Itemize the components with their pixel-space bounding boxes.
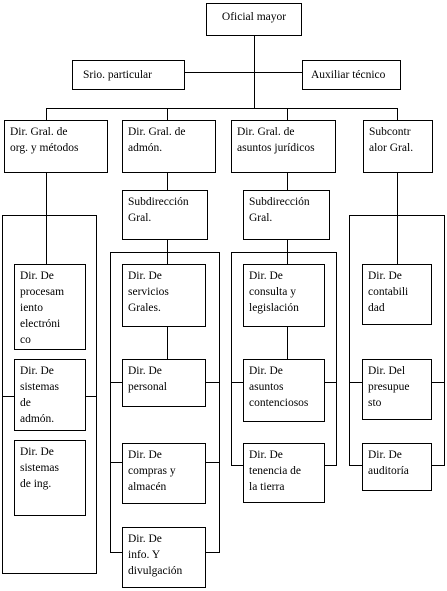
box-srio-particular: Srio. particular xyxy=(72,60,185,90)
box-dir-sistemas-admon: Dir. De sistemas de admón. xyxy=(14,359,86,431)
box-dir-procesamiento-electronico: Dir. De procesam iento electróni co xyxy=(14,264,86,350)
box-dir-tenencia-tierra: Dir. De tenencia de la tierra xyxy=(243,443,325,503)
box-label: Subdirección Gral. xyxy=(128,196,189,224)
box-dir-servicios-grales: Dir. De servicios Grales. xyxy=(122,264,206,327)
box-dir-personal: Dir. De personal xyxy=(122,359,206,407)
box-label: Oficial mayor xyxy=(221,11,287,23)
box-subdireccion-gral-juridicos: Subdirección Gral. xyxy=(243,190,330,240)
box-dir-compras-almacen: Dir. De compras y almacén xyxy=(122,443,206,504)
box-label: Dir. De sistemas de ing. xyxy=(20,446,59,490)
box-dir-consulta-legislacion: Dir. De consulta y legislación xyxy=(243,264,325,327)
box-label: Srio. particular xyxy=(83,69,152,81)
box-label: Dir. De asuntos contenciosos xyxy=(249,365,309,409)
box-dir-contabilidad: Dir. De contabili dad xyxy=(362,264,432,325)
box-label: Dir. De info. Y divulgación xyxy=(128,533,183,577)
box-dir-info-divulgacion: Dir. De info. Y divulgación xyxy=(122,527,206,588)
group-frame xyxy=(2,215,97,574)
box-label: Dir. Del presupue sto xyxy=(368,365,410,409)
box-subcontralor-gral: Subcontr alor Gral. xyxy=(363,120,433,173)
box-label: Dir. De tenencia de la tierra xyxy=(249,449,302,493)
box-label: Dir. De procesam iento electróni co xyxy=(20,270,65,346)
box-dir-gral-org-metodos: Dir. Gral. de org. y métodos xyxy=(4,120,108,173)
box-dir-auditoria: Dir. De auditoría xyxy=(362,443,432,491)
box-label: Dir. De servicios Grales. xyxy=(128,270,169,314)
box-label: Dir. De auditoría xyxy=(368,449,409,477)
box-label: Dir. De consulta y legislación xyxy=(249,270,299,314)
box-dir-sistemas-ing: Dir. De sistemas de ing. xyxy=(14,440,86,516)
box-label: Dir. De personal xyxy=(128,365,167,393)
box-label: Subdirección Gral. xyxy=(249,196,310,224)
box-subdireccion-gral-admon: Subdirección Gral. xyxy=(122,190,208,240)
box-label: Dir. De contabili dad xyxy=(368,270,409,314)
box-label: Subcontr alor Gral. xyxy=(369,126,414,154)
box-dir-gral-asuntos-juridicos: Dir. Gral. de asuntos jurídicos xyxy=(231,120,336,173)
box-dir-presupuesto: Dir. Del presupue sto xyxy=(362,359,432,420)
box-oficial-mayor: Oficial mayor xyxy=(206,3,302,36)
box-label: Dir. De compras y almacén xyxy=(128,449,176,493)
box-dir-asuntos-contenciosos: Dir. De asuntos contenciosos xyxy=(243,359,325,422)
box-label: Dir. Gral. de org. y métodos xyxy=(10,126,79,154)
box-label: Dir. De sistemas de admón. xyxy=(20,365,59,425)
box-label: Dir. Gral. de admón. xyxy=(128,126,186,154)
box-label: Dir. Gral. de asuntos jurídicos xyxy=(237,126,315,154)
box-auxiliar-tecnico: Auxiliar técnico xyxy=(302,60,401,90)
box-label: Auxiliar técnico xyxy=(311,69,386,81)
box-dir-gral-admon: Dir. Gral. de admón. xyxy=(122,120,216,173)
